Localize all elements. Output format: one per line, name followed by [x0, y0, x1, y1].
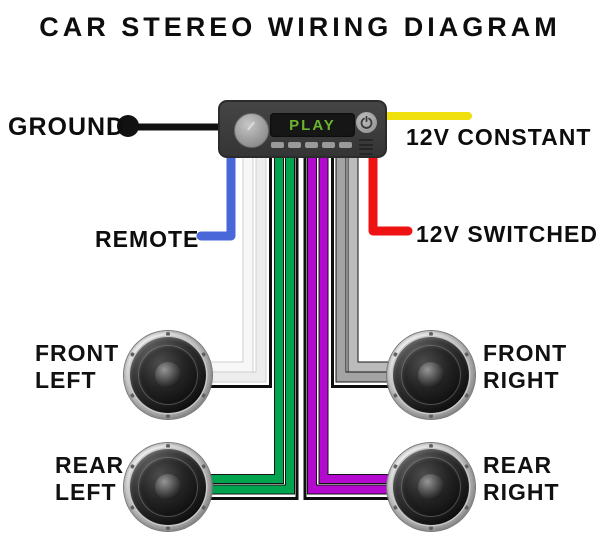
front-left-wire-edge [208, 150, 272, 388]
front-left-wire-positive [206, 150, 253, 372]
preset-buttons [271, 142, 377, 148]
vent-grille-icon [359, 139, 373, 157]
stereo-head-unit: PLAY [218, 100, 387, 158]
rear-left-label-line1: REAR [55, 452, 125, 478]
front-right-label-line1: FRONT [483, 340, 568, 366]
knob-tick-icon [247, 121, 255, 131]
remote-wire [196, 145, 236, 241]
constant-label: 12V CONSTANT [406, 124, 592, 150]
front-right-wire-positive [348, 150, 394, 372]
switched-label: 12V SWITCHED [416, 221, 598, 247]
ground-label: GROUND [8, 113, 126, 141]
ground-terminal-icon [117, 115, 139, 137]
rear-left-label-line2: LEFT [55, 479, 117, 505]
rear-left-label: REAR LEFT [55, 452, 124, 506]
power-button-icon [356, 112, 377, 133]
front-right-label: FRONT RIGHT [483, 340, 567, 394]
rear-right-wire-positive [319, 150, 393, 483]
rear-right-label: REAR RIGHT [483, 452, 560, 506]
rear-left-wire-positive [207, 150, 283, 483]
preset-button-icon [288, 142, 301, 148]
front-right-wire-edge [331, 150, 392, 388]
switched-wire [368, 145, 413, 236]
preset-button-icon [305, 142, 318, 148]
rear-right-wire-edge [303, 150, 391, 500]
page-title: CAR STEREO WIRING DIAGRAM [39, 12, 561, 42]
power-glyph-icon [360, 116, 373, 129]
volume-knob-icon [234, 113, 269, 148]
remote-label: REMOTE [95, 226, 200, 252]
rear-left-wire-edge [209, 150, 299, 500]
front-left-speaker-icon [124, 331, 212, 419]
front-right-wire-negative [336, 150, 394, 382]
rear-right-wire-negative [308, 150, 393, 494]
rear-right-speaker-icon [387, 443, 475, 531]
rear-right-label-line1: REAR [483, 452, 553, 478]
preset-button-icon [271, 142, 284, 148]
stereo-display: PLAY [270, 113, 355, 137]
display-status-text: PLAY [289, 116, 336, 134]
front-left-label-line2: LEFT [35, 367, 97, 393]
rear-right-label-line2: RIGHT [483, 479, 560, 505]
front-right-label-line2: RIGHT [483, 367, 560, 393]
front-right-speaker-icon [387, 331, 475, 419]
front-left-label: FRONT LEFT [35, 340, 119, 394]
front-left-wire-negative [206, 150, 266, 382]
rear-left-wire-negative [207, 150, 294, 494]
preset-button-icon [339, 142, 352, 148]
preset-button-icon [322, 142, 335, 148]
rear-left-speaker-icon [124, 443, 212, 531]
front-left-label-line1: FRONT [35, 340, 120, 366]
